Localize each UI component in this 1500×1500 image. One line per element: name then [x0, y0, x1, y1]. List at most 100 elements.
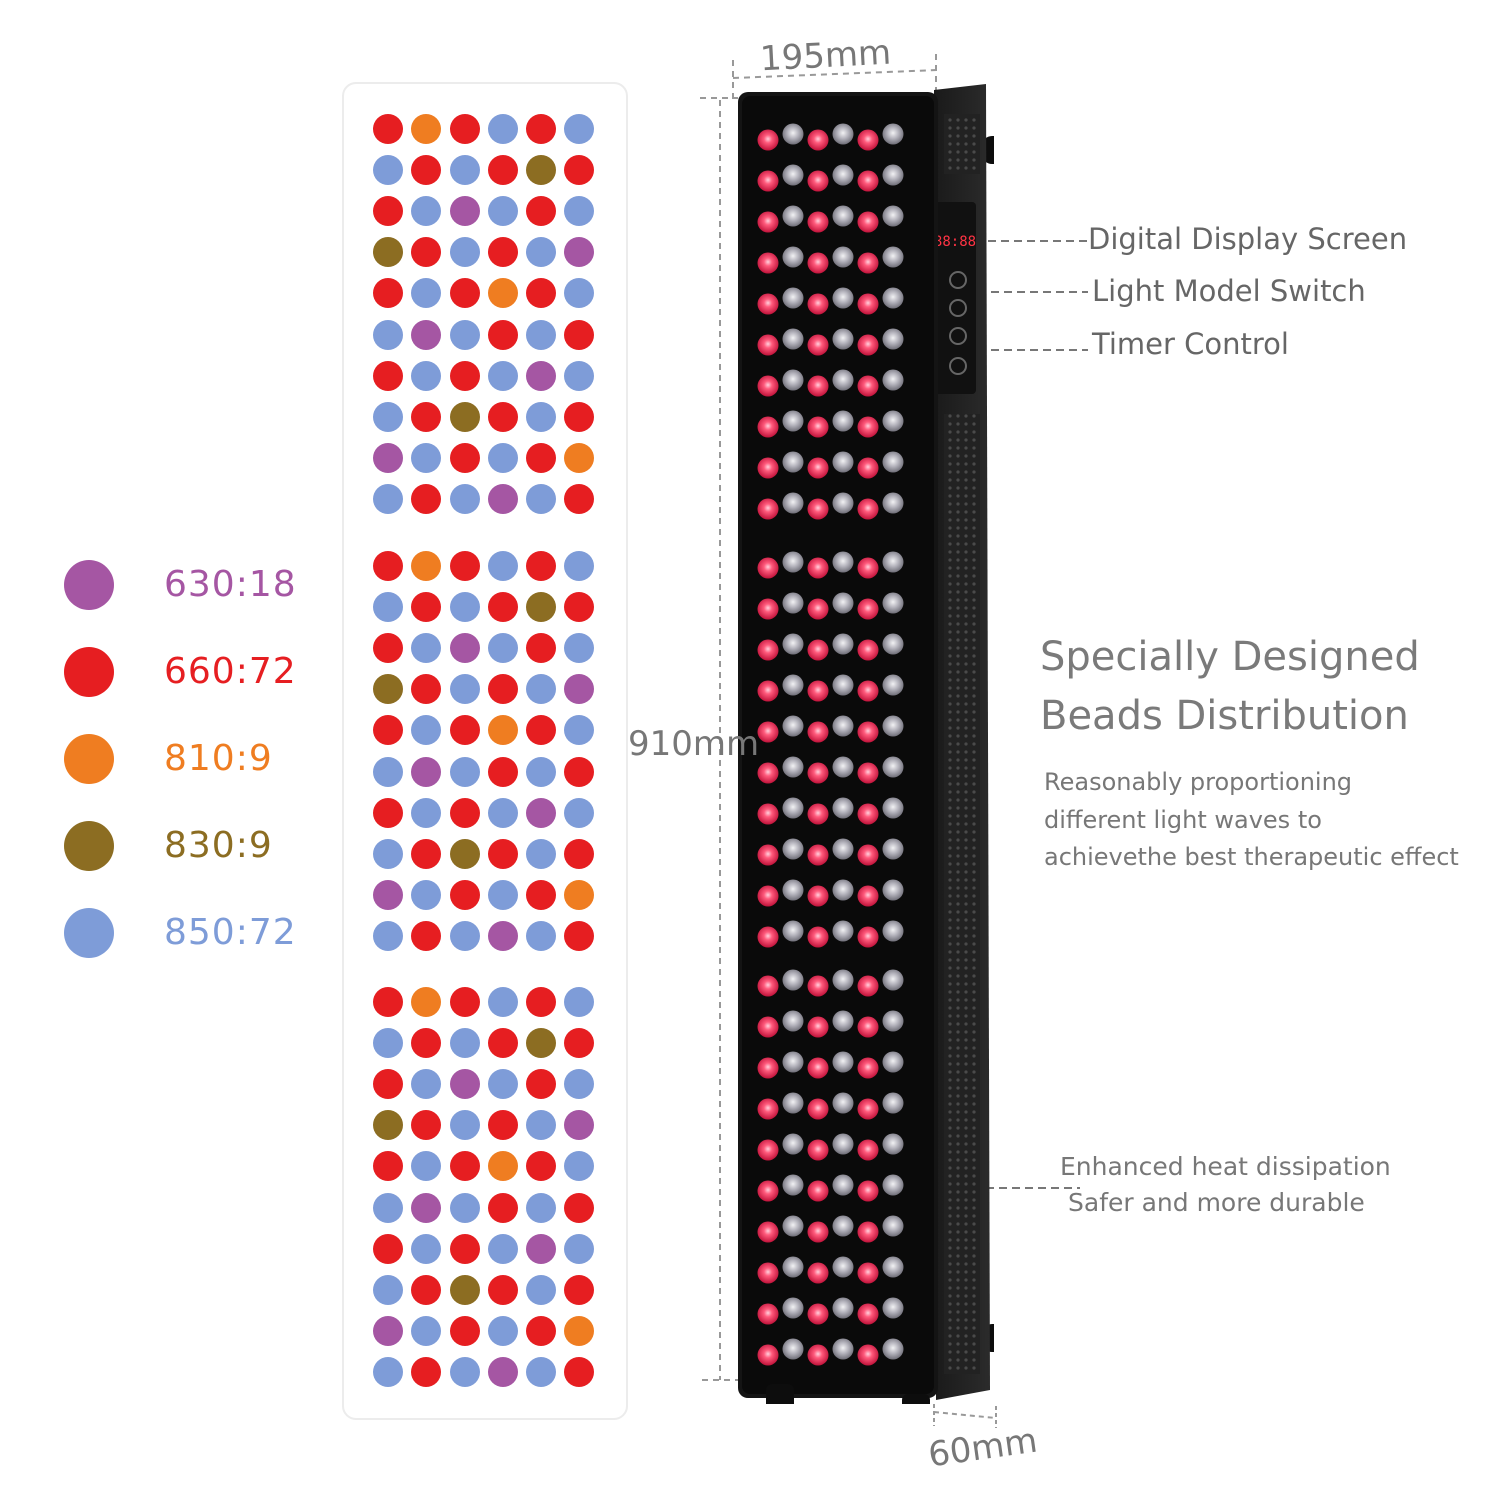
led-bead [782, 1256, 804, 1278]
bead [373, 319, 403, 350]
bead [373, 551, 403, 581]
led-bead [882, 1010, 904, 1032]
led-bead [882, 838, 904, 860]
led-bead [782, 123, 804, 145]
led-bead [757, 762, 779, 784]
led-bead [857, 252, 879, 274]
bead [411, 920, 441, 951]
led-bead [832, 492, 854, 514]
led-bead [832, 592, 854, 614]
bead [450, 1192, 480, 1223]
bead [488, 1356, 518, 1387]
bead [488, 838, 518, 869]
bead [488, 442, 518, 473]
led-bead [757, 598, 779, 620]
bead [373, 401, 403, 432]
bead [450, 551, 480, 581]
led-bead [857, 293, 879, 315]
led-bead [857, 457, 879, 479]
bead [411, 237, 441, 268]
led-bead [832, 1010, 854, 1032]
legend-dot-810 [64, 734, 114, 784]
bead [488, 797, 518, 828]
bead [488, 674, 518, 705]
bead [564, 756, 594, 787]
bead [488, 114, 518, 144]
bead [411, 756, 441, 787]
bead [450, 1151, 480, 1182]
bead [488, 633, 518, 664]
led-bead [782, 592, 804, 614]
bead [488, 592, 518, 623]
bead [373, 237, 403, 268]
led-bead [757, 639, 779, 661]
bead [411, 1356, 441, 1387]
led-bead [757, 680, 779, 702]
led-bead [882, 123, 904, 145]
bead [373, 797, 403, 828]
bead [488, 551, 518, 581]
bead [450, 278, 480, 309]
led-bead [807, 975, 829, 997]
description-line-3: achievethe best therapeutic effect [1044, 843, 1459, 871]
led-bead [832, 756, 854, 778]
led-bead [782, 1092, 804, 1114]
bead [488, 319, 518, 350]
led-bead [832, 551, 854, 573]
led-bead [882, 1051, 904, 1073]
led-bead [757, 252, 779, 274]
led-bead [857, 844, 879, 866]
led-bead [857, 1098, 879, 1120]
led-bead [882, 287, 904, 309]
bead [411, 1192, 441, 1223]
bead [450, 1028, 480, 1059]
bead [411, 674, 441, 705]
led-bead [832, 838, 854, 860]
led-bead [782, 1133, 804, 1155]
led-bead [832, 1133, 854, 1155]
bead [450, 715, 480, 746]
bead [488, 715, 518, 746]
led-bead [832, 715, 854, 737]
bead [450, 1110, 480, 1141]
led-bead [882, 551, 904, 573]
led-bead [757, 293, 779, 315]
bead [526, 483, 556, 514]
bead [411, 797, 441, 828]
led-bead [832, 164, 854, 186]
bead [526, 1192, 556, 1223]
bead [411, 715, 441, 746]
led-bead [807, 1303, 829, 1325]
led-bead [782, 164, 804, 186]
led-bead [807, 598, 829, 620]
bead [564, 114, 594, 144]
led-bead [832, 797, 854, 819]
bead [450, 1233, 480, 1264]
bead [488, 1069, 518, 1100]
bead [450, 196, 480, 227]
led-bead [882, 164, 904, 186]
led-bead [782, 1297, 804, 1319]
bead [564, 1356, 594, 1387]
led-bead [757, 1180, 779, 1202]
led-bead [757, 975, 779, 997]
bead [411, 1028, 441, 1059]
bead [411, 196, 441, 227]
led-bead [857, 211, 879, 233]
heading-line-1: Specially Designed [1040, 634, 1420, 680]
led-bead [807, 557, 829, 579]
bead [526, 237, 556, 268]
height-dimension-label: 910mm [628, 724, 760, 764]
bead [411, 1274, 441, 1305]
led-bead [857, 170, 879, 192]
bead [450, 1069, 480, 1100]
bead [411, 319, 441, 350]
led-bead [832, 287, 854, 309]
bead [526, 1069, 556, 1100]
led-bead [857, 680, 879, 702]
led-bead [882, 205, 904, 227]
bead [373, 756, 403, 787]
led-bead [857, 375, 879, 397]
bead [526, 987, 556, 1017]
led-bead [832, 1215, 854, 1237]
